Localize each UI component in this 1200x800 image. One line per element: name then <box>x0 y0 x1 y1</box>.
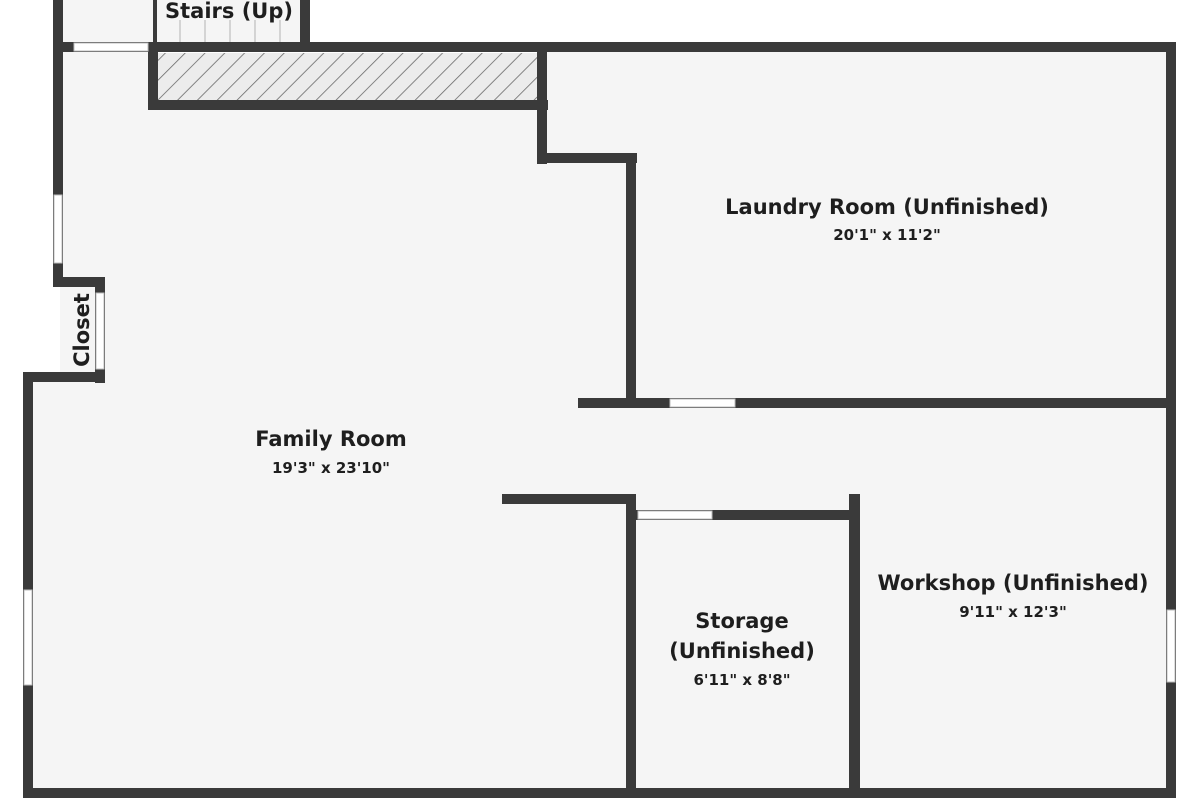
workshop-dimensions: 9'11" x 12'3" <box>959 603 1067 621</box>
storage-dimensions: 6'11" x 8'8" <box>693 671 790 689</box>
stairs <box>155 0 305 46</box>
wall-storage-top <box>626 510 860 520</box>
hallway-floor <box>580 403 1170 500</box>
wall-laundry-bottom <box>578 398 1176 408</box>
floor-area <box>30 0 1170 790</box>
storage-floor <box>630 500 855 790</box>
wall-closet-bottom <box>23 372 105 382</box>
wall-chase-bottom <box>148 100 548 110</box>
stair-doorway <box>73 42 149 52</box>
wall-bottom <box>23 788 1176 798</box>
wall-top <box>53 42 1176 52</box>
wall-left-upper <box>53 42 63 287</box>
window-right <box>1166 609 1176 683</box>
wall-stair-left <box>53 0 63 48</box>
window-left-upper <box>53 194 63 264</box>
window-left-lower <box>23 589 33 686</box>
wall-storage-right <box>849 494 860 798</box>
workshop-label: Workshop (Unfinished) <box>877 571 1148 595</box>
workshop-floor <box>855 500 1170 790</box>
wall-chase-right <box>537 42 547 110</box>
closet-floor <box>60 282 100 378</box>
wall-stair-right <box>300 0 310 48</box>
laundry-room-label: Laundry Room (Unfinished) <box>725 195 1049 219</box>
storage-label-line1: Storage <box>695 609 788 633</box>
family-room-floor <box>30 48 630 790</box>
closet-doorway <box>95 292 105 370</box>
wall-right <box>1166 42 1176 798</box>
wall-laundry-step-horizontal <box>537 153 637 163</box>
laundry-room-floor <box>541 48 1170 403</box>
wall-stair-divider <box>153 0 157 46</box>
wall-left-lower <box>23 372 33 798</box>
storage-label-line2: (Unfinished) <box>669 639 815 663</box>
wall-laundry-left <box>626 153 636 408</box>
wall-chase-left <box>148 42 158 110</box>
walls <box>23 0 1176 798</box>
family-room-dimensions: 19'3" x 23'10" <box>272 459 390 477</box>
family-room-label: Family Room <box>255 427 406 451</box>
hatched-chase <box>158 53 537 101</box>
wall-family-stub <box>502 494 636 504</box>
openings <box>23 42 1176 686</box>
laundry-doorway <box>669 398 736 408</box>
closet-label: Closet <box>70 293 94 367</box>
storage-doorway <box>637 510 713 520</box>
laundry-room-dimensions: 20'1" x 11'2" <box>833 226 941 244</box>
stairs-label: Stairs (Up) <box>165 0 293 23</box>
wall-closet-top <box>53 277 105 287</box>
wall-laundry-step-vertical <box>537 100 547 164</box>
wall-storage-left <box>626 494 636 798</box>
